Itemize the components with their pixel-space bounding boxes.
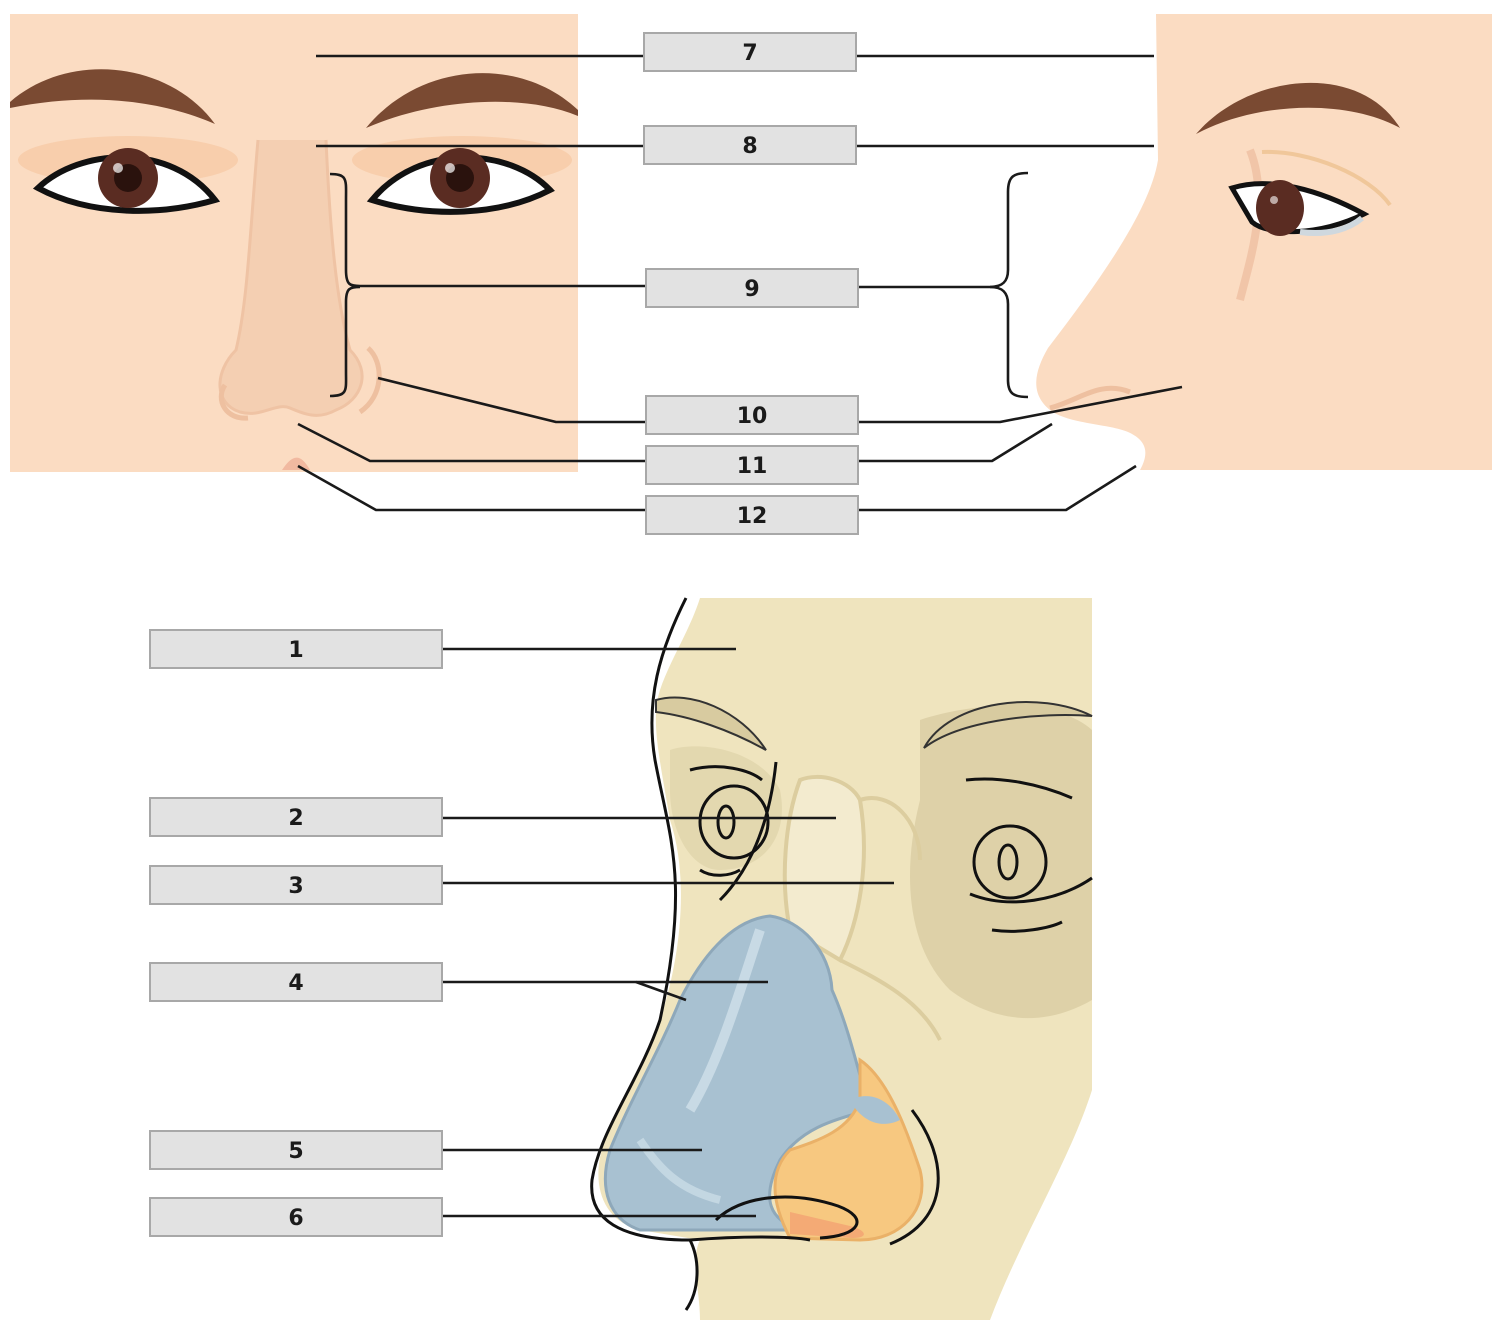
label-box-1: 1 (149, 629, 443, 669)
label-4: 4 (288, 971, 303, 996)
skull-left-eye (689, 765, 770, 877)
label-1: 1 (288, 638, 303, 663)
right-eye (366, 148, 555, 215)
lateral-cartilage (603, 914, 872, 1232)
label-box-11: 11 (645, 445, 859, 485)
label-box-4: 4 (149, 962, 443, 1002)
front-face-illustration (10, 14, 578, 472)
left-eyebrow (10, 69, 215, 124)
skull-left-brow (655, 696, 767, 751)
label-10: 10 (737, 404, 768, 429)
label-9: 9 (744, 277, 759, 302)
label-box-2: 2 (149, 797, 443, 837)
label-8: 8 (742, 134, 757, 159)
skull-right-eye (965, 777, 1093, 933)
label-box-3: 3 (149, 865, 443, 905)
label-5: 5 (288, 1139, 303, 1164)
label-3: 3 (288, 874, 303, 899)
label-box-5: 5 (149, 1130, 443, 1170)
label-7: 7 (742, 41, 757, 66)
label-11: 11 (737, 454, 768, 479)
skull-right-brow (923, 701, 1093, 749)
label-box-9: 9 (645, 268, 859, 308)
profile-eyebrow (1196, 82, 1400, 134)
label-2: 2 (288, 806, 303, 831)
label-box-10: 10 (645, 395, 859, 435)
label-box-8: 8 (643, 125, 857, 165)
left-eye (32, 148, 221, 214)
label-12: 12 (737, 504, 768, 529)
leader-lines (297, 54, 1183, 1218)
profile-eye (1228, 180, 1370, 236)
right-eyebrow (366, 73, 578, 128)
side-profile-illustration (1036, 14, 1492, 470)
label-box-6: 6 (149, 1197, 443, 1237)
label-6: 6 (288, 1206, 303, 1231)
label-box-12: 12 (645, 495, 859, 535)
label-box-7: 7 (643, 32, 857, 72)
nasal-skeleton-illustration (590, 597, 1093, 1320)
